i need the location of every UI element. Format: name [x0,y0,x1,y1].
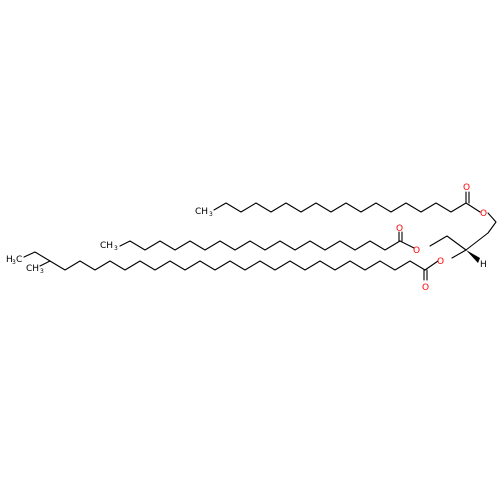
methyl-subscript: 3 [114,245,118,252]
bottom-acyl-chain [23,251,439,281]
methyl-text: CH [26,264,39,274]
methyl-text: CH [100,241,113,251]
methyl-text: CH [195,207,208,217]
oxygen-label-bottom-carbonyl: O [422,283,429,293]
oxygen-label-middle-ester: O [413,246,420,256]
oxygen-label-top-carbonyl: O [463,183,470,193]
middle-acyl-chain [119,231,415,251]
stereo-wedge [466,250,480,263]
h3c-subscript: 3 [12,259,16,266]
hydrogen-label-stereo: H [480,260,487,270]
top-acyl-chain [213,191,481,213]
methyl-label-middle-chain: CH 3 [100,241,118,252]
methyl-subscript: 3 [209,211,213,218]
methyl-label-branch: CH 3 [26,264,44,275]
methyl-label-ethyl-branch: H 3 C [6,255,22,266]
oxygen-label-bottom-ester: O [437,257,444,267]
oxygen-label-middle-carbonyl: O [396,224,403,234]
glycerol-backbone [429,212,497,263]
h3c-c-text: C [16,255,22,265]
methyl-label-top-chain: CH 3 [195,207,213,218]
oxygen-label-top-ester: O [480,209,487,219]
h3c-h-text: H [6,255,13,265]
methyl-subscript: 3 [40,268,44,275]
